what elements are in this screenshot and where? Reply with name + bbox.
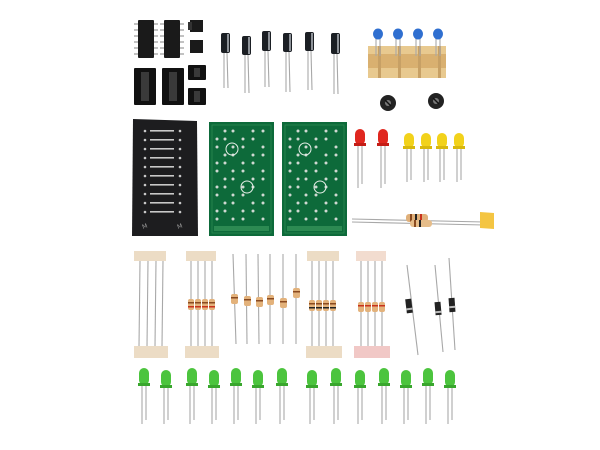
green-pcb: [209, 122, 274, 236]
green-led: [422, 368, 434, 424]
small-ic-chip: [190, 20, 203, 32]
electrolytic-capacitor: [262, 31, 271, 88]
ceramic-capacitor-blue: [413, 28, 423, 56]
yellow-led: [403, 133, 415, 182]
diodes: [405, 257, 456, 356]
ic-socket: [162, 68, 184, 105]
green-led: [276, 368, 288, 424]
small-ic-chip: [190, 40, 203, 53]
ic-socket: [134, 68, 156, 105]
ceramic-capacitor-blue: [373, 28, 383, 56]
red-leds: [354, 129, 389, 188]
green-led: [330, 368, 342, 424]
green-led: [186, 368, 198, 424]
green-pcb: [282, 122, 347, 236]
ceramic-capacitor-blue: [393, 28, 403, 56]
ic-socket: [188, 65, 206, 80]
electrolytic-capacitor: [242, 36, 251, 94]
green-led: [138, 368, 150, 424]
dip-ic-chips: [134, 20, 203, 58]
green-led: [400, 370, 412, 424]
segment-display-front-panel: M M: [132, 119, 198, 236]
electrolytic-capacitor: [221, 33, 230, 89]
green-leds: [138, 368, 456, 424]
electrolytic-capacitors: [221, 31, 340, 95]
resistor-strip: [354, 251, 390, 358]
resistor-strip: [306, 251, 342, 358]
electrolytic-capacitor: [331, 33, 340, 95]
red-led: [377, 129, 389, 188]
green-led: [306, 370, 318, 424]
diode: [434, 264, 444, 353]
resistor-strip: [185, 251, 219, 358]
yellow-led: [453, 133, 465, 182]
ic-sockets: [134, 65, 206, 105]
diode: [405, 264, 419, 356]
resistor-strip: [134, 251, 168, 358]
green-led: [160, 370, 172, 424]
ceramic-capacitor-tape: [368, 28, 446, 78]
ceramic-capacitor-blue: [433, 28, 443, 56]
red-led: [354, 129, 366, 188]
trimmer-potentiometer: [380, 95, 396, 111]
diode: [448, 257, 456, 351]
yellow-led: [436, 133, 448, 182]
green-led: [208, 370, 220, 424]
trimmer-potentiometer: [428, 93, 444, 109]
yellow-leds: [403, 133, 465, 182]
green-led: [252, 370, 264, 424]
ic-socket: [188, 88, 206, 105]
svg-text:M: M: [176, 223, 183, 231]
green-led: [444, 370, 456, 424]
resistor-strip: [231, 253, 300, 345]
dip-ic-chip: [160, 20, 184, 58]
resistor-strips: [134, 251, 390, 358]
dip-ic-chip: [134, 20, 158, 58]
horizontal-resistors: [351, 212, 494, 229]
green-led: [378, 368, 390, 424]
small-ic-chip: [188, 22, 192, 30]
svg-text:M: M: [141, 223, 148, 231]
green-led: [354, 370, 366, 424]
electrolytic-capacitor: [305, 32, 314, 91]
green-led: [230, 368, 242, 424]
yellow-led: [420, 133, 432, 182]
electrolytic-capacitor: [283, 33, 292, 93]
